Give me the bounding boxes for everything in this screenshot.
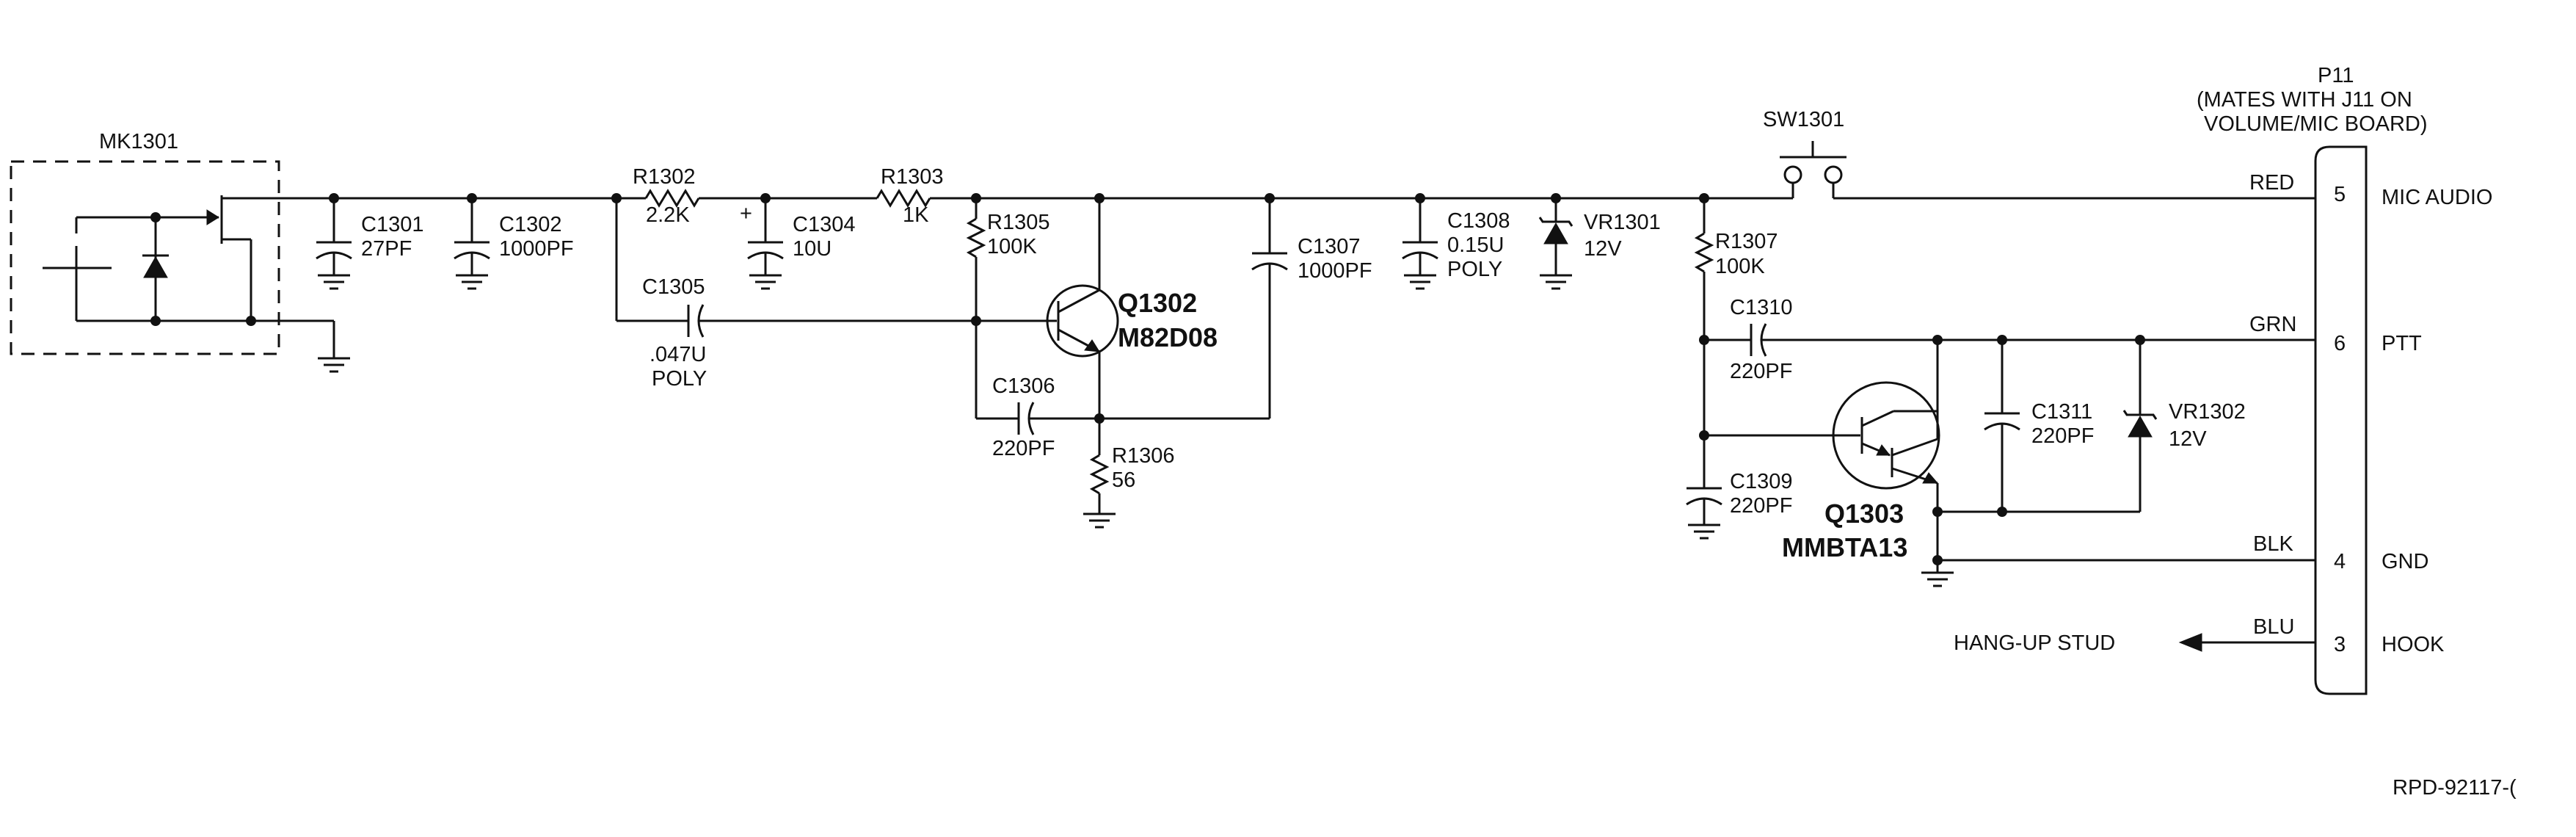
capacitor-c1309: C1309 220PF [1686,470,1792,540]
c1301-value: 27PF [361,237,412,261]
capacitor-c1301: C1301 27PF [316,198,423,290]
capacitor-c1311: C1311 220PF [1984,340,2094,512]
capacitor-c1304: + C1304 10U [740,198,855,290]
mic-ref-label: MK1301 [99,130,178,153]
pin-5-wire: RED [2249,171,2294,195]
c1305-value: .047U [650,343,706,366]
r1306-ref: R1306 [1112,444,1174,468]
r1302-ref: R1302 [633,165,695,189]
vr1301-ref: VR1301 [1584,211,1661,234]
c1304-polarity: + [740,202,752,225]
zener-vr1302: VR1302 12V [2122,340,2246,512]
c1305-ref: C1305 [642,275,705,299]
c1302-value: 1000PF [499,237,574,261]
pin-3-number: 3 [2334,633,2346,656]
r1303-ref: R1303 [881,165,943,189]
c1308-type: POLY [1447,258,1502,281]
r1307-ref: R1307 [1715,230,1778,253]
c1304-ref: C1304 [793,213,855,236]
transistor-q1302: Q1302 M82D08 [976,198,1218,418]
c1307-value: 1000PF [1298,259,1372,283]
pin-5-signal: MIC AUDIO [2382,186,2492,209]
c1304-value: 10U [793,237,832,261]
pin-4-number: 4 [2334,550,2346,573]
capacitor-c1308: C1308 0.15U POLY [1402,198,1510,290]
p11-note-line1: (MATES WITH J11 ON [2197,88,2412,112]
pin-6-number: 6 [2334,332,2346,355]
c1309-ref: C1309 [1730,470,1792,493]
p11-note-line2: VOLUME/MIC BOARD) [2204,112,2428,136]
zener-vr1301: VR1301 12V [1538,198,1661,290]
c1307-ref: C1307 [1298,235,1360,258]
c1311-ref: C1311 [2031,400,2092,424]
c1310-value: 220PF [1730,360,1792,383]
capacitor-c1305: C1305 .047U POLY [615,198,976,391]
vr1302-value: 12V [2169,427,2207,451]
switch-sw1301: SW1301 [1763,108,1847,198]
r1305-ref: R1305 [987,211,1049,234]
resistor-r1307: R1307 100K [1694,198,1778,477]
capacitor-c1302: C1302 1000PF [454,198,574,290]
pin-6-wire: GRN [2249,313,2296,336]
q1303-ref: Q1303 [1824,499,1904,529]
r1307-value: 100K [1715,255,1765,278]
c1311-value: 220PF [2031,424,2094,448]
r1302-value: 2.2K [646,203,690,227]
q1303-part: MMBTA13 [1782,532,1907,562]
c1306-value: 220PF [992,437,1055,460]
r1305-value: 100K [987,235,1037,258]
c1302-ref: C1302 [499,213,561,236]
sw1301-ref: SW1301 [1763,108,1844,131]
pin-4-wire: BLK [2253,532,2293,556]
p11-ref: P11 [2318,64,2354,87]
r1303-value: 1K [903,203,929,227]
pin-5-number: 5 [2334,183,2346,206]
c1305-type: POLY [652,367,707,391]
pin-6-signal: PTT [2382,332,2422,355]
q1302-part: M82D08 [1118,322,1218,352]
c1306-ref: C1306 [992,374,1055,398]
connector-p11: P11 (MATES WITH J11 ON VOLUME/MIC BOARD)… [2197,64,2492,695]
c1309-value: 220PF [1730,494,1792,518]
resistor-r1306: R1306 56 [1082,418,1174,529]
c1308-ref: C1308 [1447,209,1510,233]
resistor-r1305: R1305 100K [966,198,1049,321]
vr1302-ref: VR1302 [2169,400,2246,424]
transistor-q1303: Q1303 MMBTA13 [1782,340,1955,587]
c1308-value: 0.15U [1447,233,1504,257]
c1310-ref: C1310 [1730,296,1792,319]
capacitor-c1306: C1306 220PF [975,321,1270,460]
pin-4-signal: GND [2382,550,2428,573]
vr1301-value: 12V [1584,237,1622,261]
pin-3-wire: BLU [2253,615,2294,639]
junction-dots [329,193,2145,565]
hangup-stud-label: HANG-UP STUD [1954,631,2115,655]
r1306-value: 56 [1112,468,1135,492]
capacitor-c1310: C1310 220PF [1704,296,2315,383]
capacitor-c1307: C1307 1000PF [1251,198,1372,418]
drawing-number: RPD-92117-( [2393,776,2517,800]
pin-3-signal: HOOK [2382,633,2445,656]
c1301-ref: C1301 [361,213,423,236]
q1302-ref: Q1302 [1118,288,1197,318]
microphone-mk1301: MK1301 [10,130,352,373]
